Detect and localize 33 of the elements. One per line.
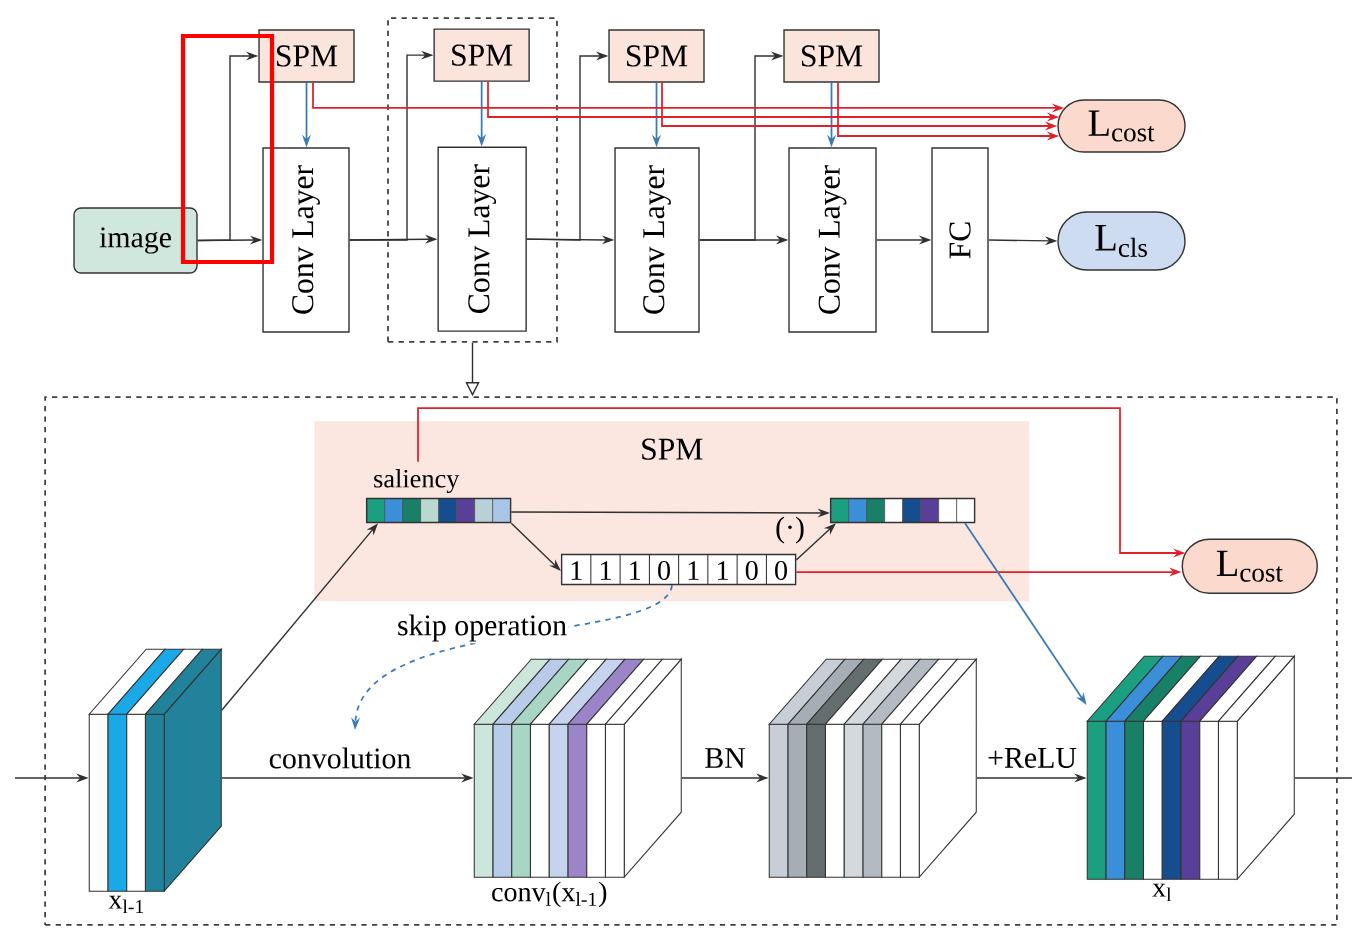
loss-box: L$_{cost}$ (1181, 538, 1318, 594)
feature-cube: x$_{l-1}$ (88, 647, 223, 914)
arrow (795, 523, 836, 561)
dashed-frame (387, 17, 558, 343)
node-label: saliency (374, 469, 460, 494)
spm-box: SPM (433, 28, 530, 82)
node-label: conv$_{l}$(x$_{l-1}$) (492, 881, 607, 908)
conv-layer-box: Conv Layer (614, 147, 700, 333)
saliency-vector: saliency (365, 469, 512, 524)
spm-box: SPM (783, 29, 880, 83)
conv-layer-box: Conv Layer (262, 147, 350, 333)
spm-box: SPM (258, 29, 355, 83)
conv-layer-box: Conv Layer (437, 146, 527, 332)
dashed-frame (44, 396, 1338, 926)
feature-cube: conv$_{l}$(x$_{l-1}$) (473, 657, 683, 908)
loss-box: L$_{cost}$ (1057, 99, 1186, 153)
masked-vector (829, 497, 976, 524)
edge-label: +ReLU (985, 746, 1079, 770)
fc-box: FC (931, 147, 989, 333)
loss-box: L$_{cls}$ (1057, 211, 1186, 271)
mask-vector: 1 1 1 0 1 1 0 0 (560, 553, 797, 586)
edge-label: BN (702, 746, 748, 770)
image-box: image (73, 207, 198, 274)
edge-label: skip operation (395, 612, 569, 644)
connector-line (1294, 777, 1353, 779)
node-label: x$_{l}$ (1152, 883, 1172, 902)
spm-box: SPM (608, 29, 705, 83)
conv-layer-box: Conv Layer (788, 147, 877, 333)
edge-label: convolution (266, 745, 414, 771)
node-label: x$_{l-1}$ (108, 895, 144, 914)
feature-cube: x$_{l}$ (1086, 654, 1296, 902)
edge-label: (·) (773, 514, 807, 546)
arrow (510, 522, 561, 571)
